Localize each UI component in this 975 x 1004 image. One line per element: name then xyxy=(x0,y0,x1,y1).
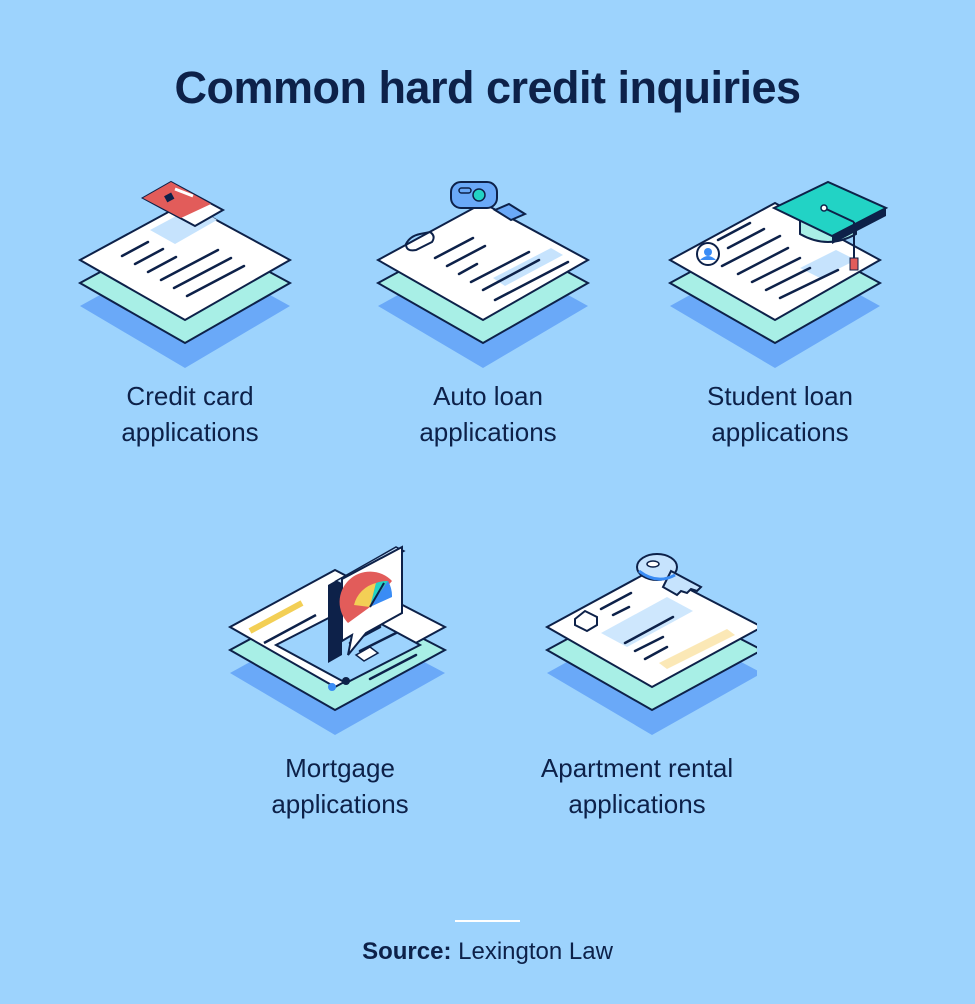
item-label: Mortgage applications xyxy=(271,753,409,819)
item-credit-card: Credit card applications xyxy=(50,178,330,450)
credit-score-gauge-document-icon xyxy=(227,545,448,735)
divider xyxy=(455,920,520,922)
source-value: Lexington Law xyxy=(458,938,613,965)
item-mortgage: Mortgage applications xyxy=(200,535,480,822)
item-label: Auto loan applications xyxy=(419,381,557,447)
item-auto-loan: Auto loan applications xyxy=(348,178,628,450)
car-key-document-icon xyxy=(375,181,591,368)
source-citation: Source: Lexington Law xyxy=(0,938,975,966)
item-label: Apartment rental applications xyxy=(540,753,734,819)
graduation-cap-document-icon xyxy=(667,180,889,368)
item-label: Student loan applications xyxy=(706,381,853,447)
item-apartment-rental: Apartment rental applications xyxy=(497,545,777,822)
credit-card-document-icon xyxy=(77,180,293,368)
item-label: Credit card applications xyxy=(121,381,259,447)
page-title: Common hard credit inquiries xyxy=(174,62,801,113)
item-student-loan: Student loan applications xyxy=(640,178,920,450)
source-label: Source: xyxy=(362,938,452,965)
house-key-document-icon xyxy=(544,553,757,735)
